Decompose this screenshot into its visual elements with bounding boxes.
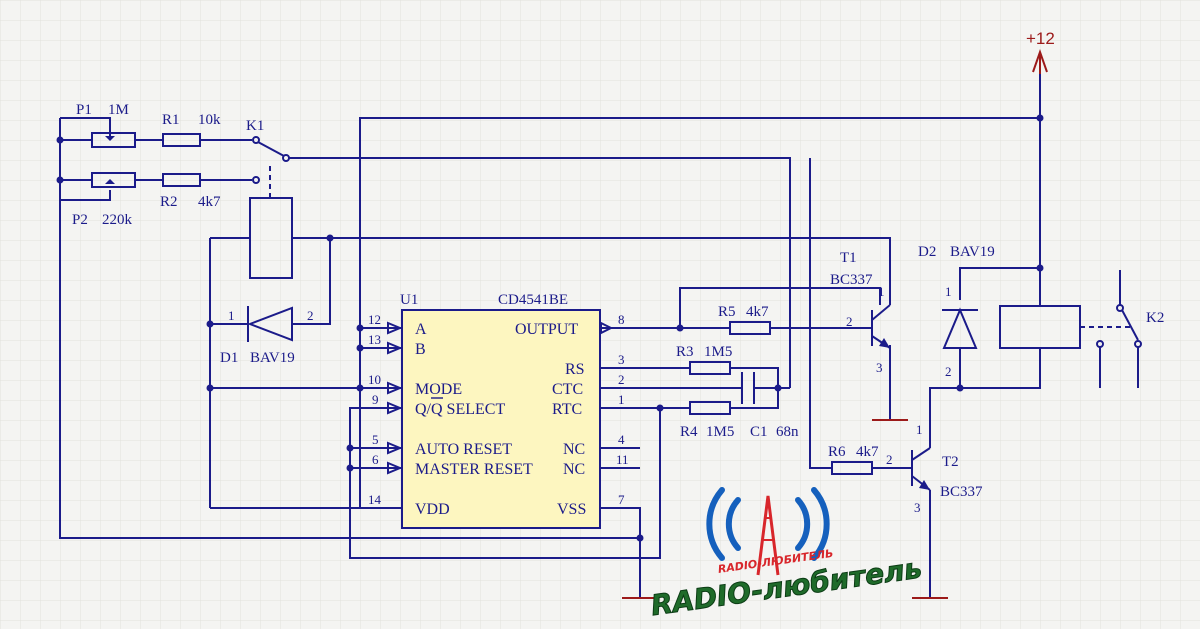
t2-pin-1: 1 [916,422,923,437]
d2-pin-2: 2 [945,364,952,379]
transistor-t1: T1 BC337 1 2 3 [830,250,891,375]
diode-d2: 1 2 D2 BAV19 [918,244,995,379]
c1-ref: C1 [750,424,768,440]
ic-u1: U1 CD4541BE 12 A 13 B 10 MODE 9 Q/Q SELE… [368,292,629,529]
resistor-r3: R3 1M5 [676,344,732,375]
t1-pin-3: 3 [876,360,883,375]
pin-7-num: 7 [618,492,625,507]
r4-value: 1M5 [706,424,734,440]
d1-ref: D1 [220,350,238,366]
pin-2-num: 2 [618,372,625,387]
r4-ref: R4 [680,424,698,440]
pin-4-num: 4 [618,432,625,447]
t2-pin-3: 3 [914,500,921,515]
pin-9-num: 9 [372,392,379,407]
pin-rtc-label: RTC [552,401,582,418]
pin-13-num: 13 [368,332,381,347]
pin-3-num: 3 [618,352,625,367]
pin-auto-reset-label: AUTO RESET [415,441,512,458]
k1-ref: K1 [246,118,264,134]
resistor-r1: R1 10k [162,112,221,147]
d2-ref: D2 [918,244,936,260]
pin-8-num: 8 [618,312,625,327]
r1-value: 10k [198,112,221,128]
relay-k2: K2 [999,270,1164,388]
r2-value: 4k7 [198,194,221,210]
pin-vss-label: VSS [557,501,586,518]
pin-5-num: 5 [372,432,379,447]
junctions [56,114,1044,542]
r3-ref: R3 [676,344,694,360]
r2-ref: R2 [160,194,178,210]
pin-14-num: 14 [368,492,382,507]
d2-value: BAV19 [950,244,995,260]
t2-pin-2: 2 [886,452,893,467]
resistor-r4: R4 1M5 [680,401,734,440]
pin-a-label: A [415,321,427,338]
pin-mode-label: MODE [415,381,462,398]
r5-value: 4k7 [746,304,769,320]
pin-nc1-label: NC [563,441,585,458]
transistor-t2: T2 BC337 1 2 3 [886,422,983,515]
p2-ref: P2 [72,212,88,228]
t1-part: BC337 [830,272,873,288]
pin-b-label: B [415,341,426,358]
capacitor-c1: C1 68n [741,372,799,440]
pin-output-label: OUTPUT [515,321,578,338]
pin-qq-select-label: Q/Q SELECT [415,401,505,418]
p1-ref: P1 [76,102,92,118]
t1-ref: T1 [840,250,857,266]
pin-6-num: 6 [372,452,379,467]
t2-part: BC337 [940,484,983,500]
pin-arrows [387,321,614,475]
d2-pin-1: 1 [945,284,952,299]
relay-k1: K1 [246,118,293,279]
t1-pin-1: 1 [878,284,885,299]
r6-value: 4k7 [856,444,879,460]
r5-ref: R5 [718,304,736,320]
ground-symbols [622,419,948,599]
k2-ref: K2 [1146,310,1164,326]
pin-nc2-label: NC [563,461,585,478]
pin-ctc-label: CTC [552,381,583,398]
p2-value: 220k [102,212,133,228]
u1-part: CD4541BE [498,292,568,308]
r1-ref: R1 [162,112,180,128]
d1-pin-1: 1 [228,308,235,323]
t1-pin-2: 2 [846,314,853,329]
resistor-r2: R2 4k7 [160,173,221,210]
c1-value: 68n [776,424,799,440]
supply-rail: +12 [1026,29,1055,74]
pin-12-num: 12 [368,312,381,327]
pin-11-num: 11 [616,452,629,467]
d1-value: BAV19 [250,350,295,366]
pot-p1: P1 1M [76,102,136,148]
r3-value: 1M5 [704,344,732,360]
r6-ref: R6 [828,444,846,460]
resistor-r5: R5 4k7 [718,304,771,335]
pin-vdd-label: VDD [415,501,450,518]
pin-rs-label: RS [565,361,585,378]
pot-p2: P2 220k [72,172,136,228]
diode-d1: 1 2 D1 BAV19 [220,306,314,366]
resistor-r6: R6 4k7 [828,444,879,475]
supply-label: +12 [1026,29,1055,48]
t2-ref: T2 [942,454,959,470]
p1-value: 1M [108,102,129,118]
pin-1-num: 1 [618,392,625,407]
pin-master-reset-label: MASTER RESET [415,461,533,478]
pin-10-num: 10 [368,372,381,387]
d1-pin-2: 2 [307,308,314,323]
u1-ref: U1 [400,292,418,308]
